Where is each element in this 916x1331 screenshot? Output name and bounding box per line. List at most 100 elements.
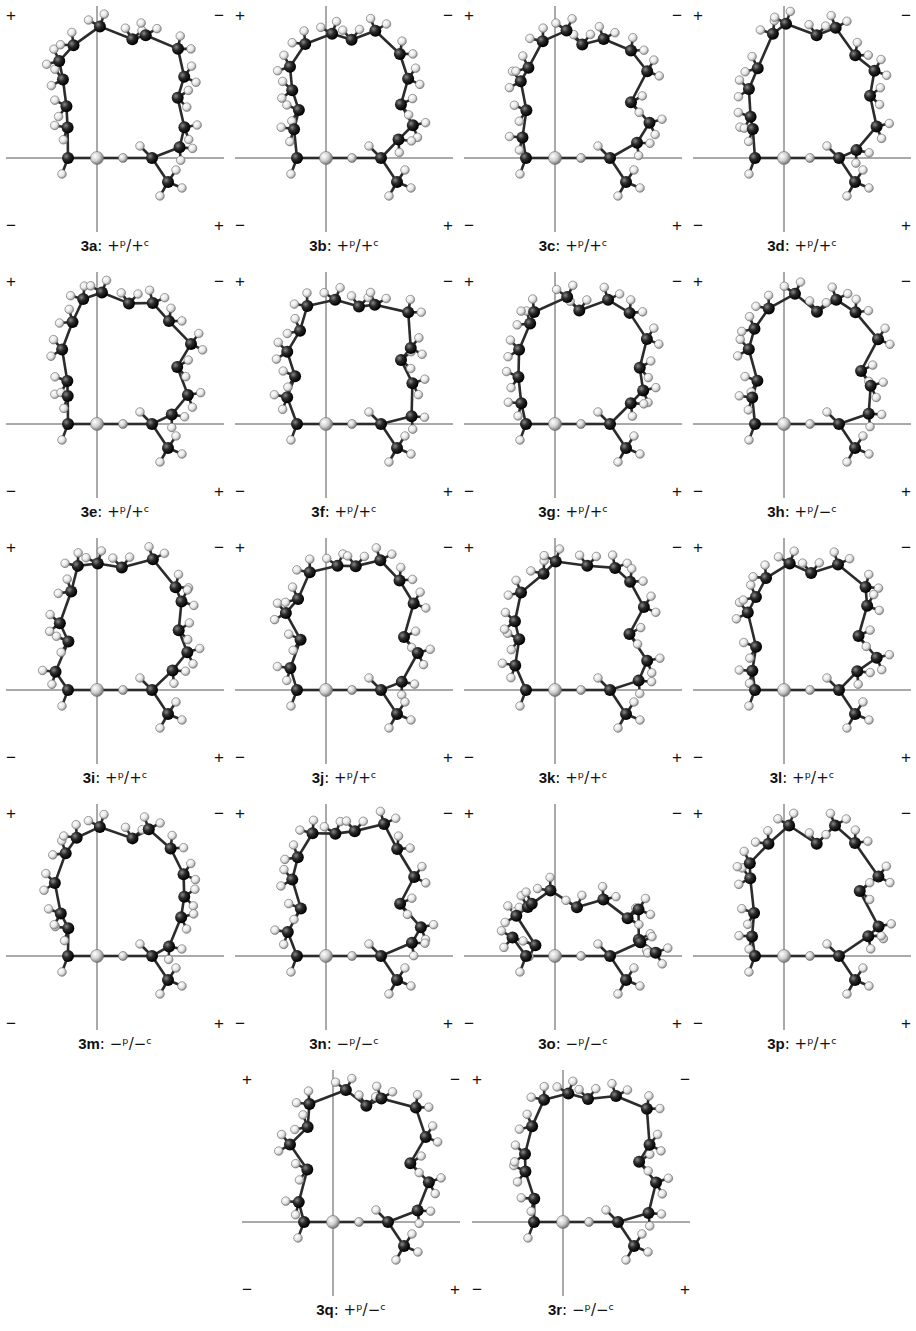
atom — [277, 123, 286, 132]
atom — [305, 555, 314, 564]
atom — [746, 930, 758, 942]
atom — [189, 902, 198, 911]
atom — [886, 340, 895, 349]
atom — [655, 340, 664, 349]
atom — [864, 306, 873, 315]
atom — [871, 652, 883, 664]
atom — [375, 684, 387, 696]
atom — [176, 596, 188, 608]
quadrant-sign: + — [672, 1015, 682, 1032]
atom — [320, 152, 333, 165]
atom — [845, 554, 854, 563]
atom — [415, 1219, 424, 1228]
quadrant-sign: + — [443, 217, 453, 234]
atom — [783, 819, 795, 831]
atom — [156, 458, 165, 467]
atom — [833, 152, 845, 164]
atom — [281, 391, 293, 403]
atom — [60, 847, 72, 859]
atom — [512, 67, 521, 76]
atom — [743, 920, 752, 929]
atom — [146, 950, 158, 962]
quadrant-sign: + — [214, 1015, 224, 1032]
atom — [656, 654, 665, 663]
atom — [136, 940, 145, 949]
atom — [863, 408, 875, 420]
atom — [125, 553, 134, 562]
atom — [507, 673, 516, 682]
conformer-model — [242, 1070, 460, 1296]
atom — [770, 13, 779, 22]
atom — [350, 560, 362, 572]
conformer-model — [693, 272, 911, 498]
atom — [287, 436, 296, 445]
quadrant-sign: − — [672, 7, 682, 24]
atom — [778, 418, 791, 431]
atom — [504, 591, 513, 600]
atom — [382, 20, 391, 29]
atom — [516, 436, 525, 445]
atom — [604, 950, 616, 962]
axis-line — [784, 272, 785, 498]
conformer-id: 3h — [767, 503, 785, 520]
atom — [735, 76, 744, 85]
conformer-signs: : −ᵖ/−ᶜ — [562, 1301, 614, 1319]
atom — [407, 450, 416, 459]
atom — [171, 361, 183, 373]
atom — [300, 27, 309, 36]
atom — [136, 408, 145, 417]
quadrant-sign: + — [693, 805, 703, 822]
atom — [869, 590, 878, 599]
atom — [647, 669, 656, 678]
atom — [94, 821, 106, 833]
conformer-caption: 3k: +ᵖ/+ᶜ — [539, 769, 608, 787]
atom — [77, 293, 89, 305]
atom — [582, 1093, 594, 1105]
atom — [647, 592, 656, 601]
atom — [429, 920, 438, 929]
quadrant-sign: − — [901, 805, 911, 822]
atom — [291, 152, 303, 164]
atom — [853, 630, 865, 642]
atom — [604, 418, 616, 430]
atom — [355, 25, 364, 34]
atom — [136, 142, 145, 151]
atom — [84, 816, 93, 825]
quadrant-sign: − — [464, 217, 474, 234]
atom — [123, 297, 135, 309]
quadrant-sign: − — [6, 217, 16, 234]
atom — [746, 654, 755, 663]
atom — [550, 555, 562, 567]
conformer-signs: : +ᵖ/+ᶜ — [556, 503, 608, 521]
atom — [50, 121, 59, 130]
quadrant-sign: − — [672, 273, 682, 290]
atom — [126, 832, 138, 844]
atom — [886, 878, 895, 887]
atom — [404, 1157, 416, 1169]
atom — [146, 152, 158, 164]
atom — [823, 940, 832, 949]
atom — [162, 974, 174, 986]
atom — [851, 665, 863, 677]
conformer-signs: : +ᵖ/−ᶜ — [334, 1301, 386, 1319]
atom — [117, 289, 126, 298]
axis-line — [6, 956, 224, 957]
atom — [549, 950, 562, 963]
atom — [506, 336, 515, 345]
axis-line — [563, 1070, 564, 1296]
conformer-id: 3r — [548, 1301, 562, 1318]
atom — [811, 838, 823, 850]
atom — [184, 135, 193, 144]
atom — [866, 626, 875, 635]
atom — [745, 111, 757, 123]
atom — [378, 818, 390, 830]
atom — [623, 1086, 632, 1095]
atom — [424, 1103, 433, 1112]
atom — [284, 61, 296, 73]
atom — [851, 826, 860, 835]
atom — [789, 809, 798, 818]
atom — [353, 301, 365, 313]
axis-line — [6, 424, 224, 425]
atom — [633, 1156, 645, 1168]
atom — [302, 1121, 314, 1133]
